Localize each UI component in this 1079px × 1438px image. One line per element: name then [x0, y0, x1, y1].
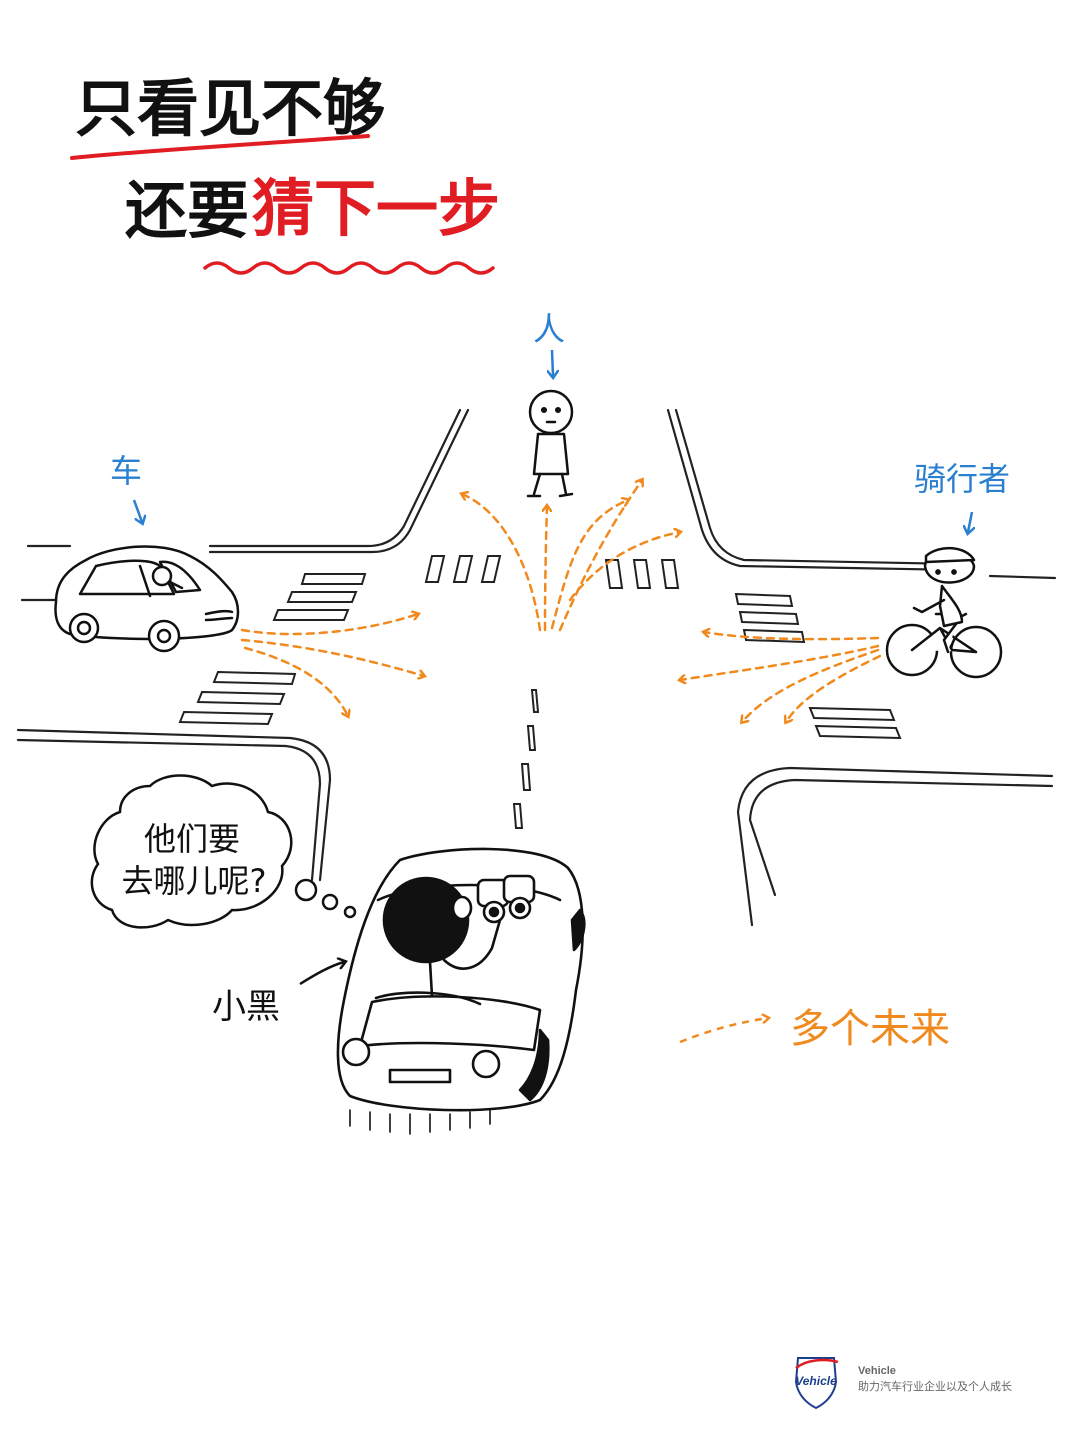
thought-line2: 去哪儿呢? — [122, 862, 267, 900]
ego-car — [336, 847, 586, 1135]
side-car — [54, 545, 240, 653]
legend-label: 多个未来 — [790, 1006, 950, 1052]
title-line2-prefix: 还要 — [125, 174, 249, 247]
footer-brand: Vehicle — [858, 1365, 896, 1377]
prediction-arrows-cyclist — [680, 632, 882, 722]
prediction-arrows-car — [240, 614, 424, 716]
center-lane-dashes — [512, 689, 540, 829]
crosswalk-top-left — [424, 555, 502, 583]
crosswalk-top-right — [604, 559, 680, 589]
crosswalk-right — [734, 592, 902, 740]
vehicle-logo-text: Vehicle — [795, 1374, 837, 1388]
title-underline-red — [70, 134, 370, 160]
title-block: 只看见不够 还要 猜下一步 — [70, 72, 500, 275]
thought-bubble — [90, 774, 357, 929]
pedestrian-figure — [526, 389, 574, 498]
prediction-arrows-pedestrian — [462, 480, 680, 632]
car-label: 车 — [110, 452, 142, 490]
footer: Vehicle Vehicle 助力汽车行业企业以及个人成长 — [794, 1357, 1012, 1410]
ego-car-label-arrow — [299, 962, 344, 986]
title-wavy-underline — [203, 261, 495, 275]
car-label-arrow — [132, 499, 142, 522]
cyclist-label: 骑行者 — [914, 460, 1010, 498]
legend-arrow — [679, 1018, 768, 1044]
ego-car-label: 小黑 — [212, 987, 280, 1027]
thought-line1: 他们要 — [144, 820, 240, 858]
crosswalk-left — [178, 573, 367, 726]
legend: 多个未来 — [679, 1006, 950, 1052]
footer-tagline: 助力汽车行业企业以及个人成长 — [858, 1379, 1012, 1393]
title-line1: 只看见不够 — [75, 72, 385, 145]
pedestrian-label-arrow — [552, 349, 553, 376]
cyclist-label-arrow — [968, 511, 972, 532]
cyclist-figure — [885, 547, 1003, 679]
title-line2-highlight: 猜下一步 — [252, 172, 500, 245]
pedestrian-label: 人 — [533, 310, 565, 348]
vehicle-logo-swoosh — [795, 1358, 839, 1370]
vehicle-logo-shield — [794, 1357, 838, 1410]
road-edges — [16, 408, 1057, 927]
